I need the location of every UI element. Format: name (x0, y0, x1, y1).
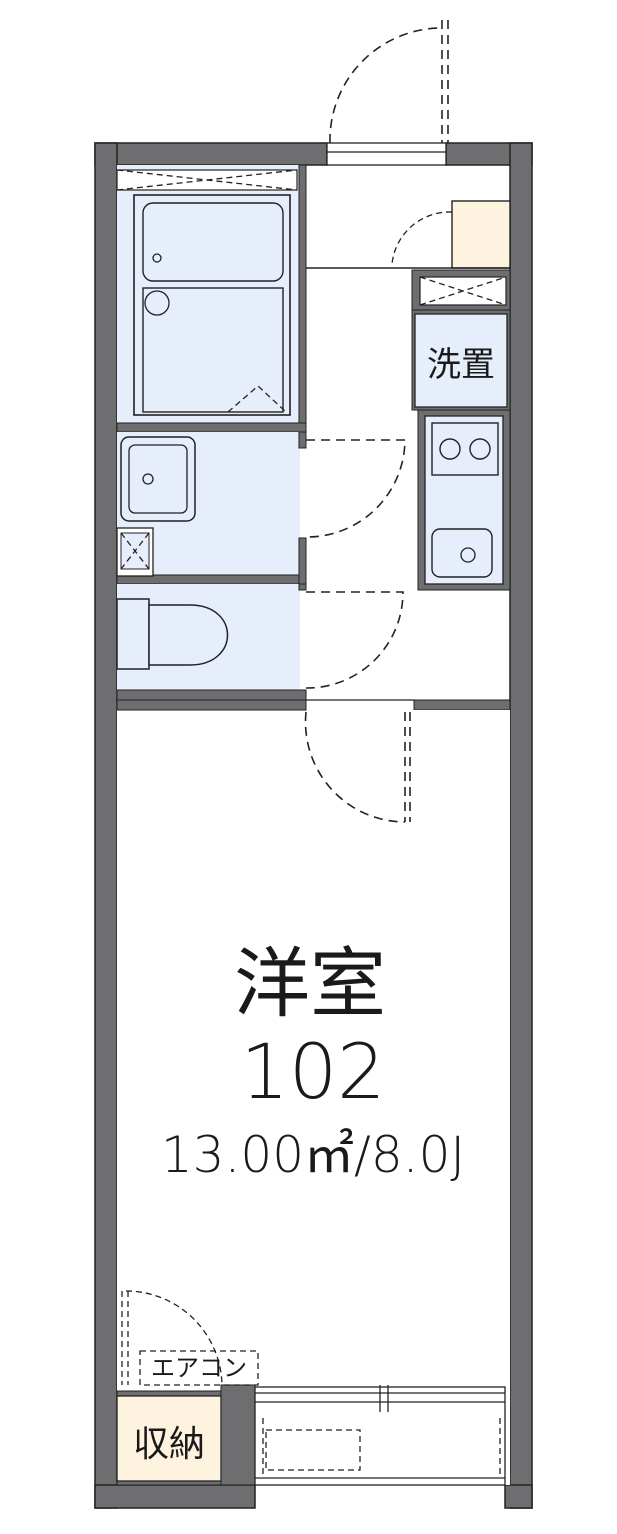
toilet-icon (116, 598, 229, 670)
room-number: 102 (240, 1027, 385, 1116)
washbasin-icon (120, 436, 196, 522)
entrance-door-swing (329, 27, 443, 144)
floor-drain-icon (116, 527, 154, 577)
bathroom (116, 164, 307, 436)
room-door-swing (304, 711, 406, 823)
laundry-label: 洗置 (427, 345, 495, 385)
aircon-label: エアコン (151, 1354, 247, 1382)
sink-icon (431, 528, 493, 578)
bathtub-icon (133, 194, 291, 416)
storage-label: 収納 (133, 1424, 205, 1465)
aircon-unit: エアコン (139, 1350, 259, 1386)
storage-closet: 収納 (116, 1290, 256, 1486)
washroom (116, 431, 406, 585)
storage-space (116, 1395, 222, 1482)
entrance (326, 20, 449, 166)
toilet-room (116, 583, 404, 711)
main-room: 洋室 102 13.00㎡/8.0J (116, 699, 510, 1485)
room-name: 洋室 (234, 939, 386, 1028)
kitchen (417, 409, 511, 591)
outdoor-unit (265, 1429, 361, 1471)
outer-walls (94, 142, 533, 1509)
room-area: 13.00㎡/8.0J (161, 1126, 465, 1184)
shoe-cabinet (451, 200, 511, 269)
laundry-space (414, 313, 508, 408)
laundry-area: 洗置 (411, 269, 511, 411)
balcony-window (254, 1385, 506, 1486)
stove-icon (431, 422, 499, 476)
